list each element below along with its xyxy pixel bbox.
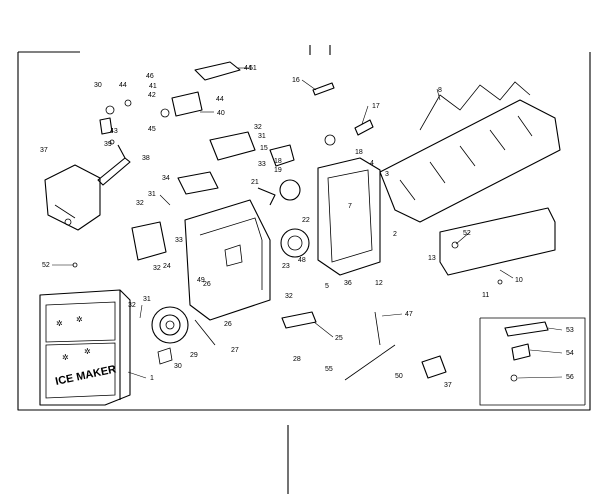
part-label-18b: 18 [274,158,282,165]
part-label-26b: 26 [203,281,211,288]
part-label-32d: 32 [128,302,136,309]
part-label-32e: 32 [285,293,293,300]
part-label-1: 1 [150,375,154,382]
gear-part [151,306,189,344]
part-label-34: 34 [162,175,170,182]
part-label-25: 25 [335,335,343,342]
part-label-13: 13 [428,255,436,262]
bracket-part [44,164,101,231]
part-label-21: 21 [251,179,259,186]
part-label-7: 7 [348,203,352,210]
front-cover-part: ICE MAKER ✲ ✲ ✲ ✲ [39,289,131,406]
motor-bracket-part [131,221,167,261]
part-label-48: 48 [298,257,306,264]
part-label-33b: 33 [175,237,183,244]
diagram-frame [17,45,591,494]
part-label-44: 44 [119,82,127,89]
part-label-31: 31 [258,133,266,140]
part-label-44b: 44 [244,65,252,72]
part-label-19: 19 [274,167,282,174]
part-label-32c: 32 [153,265,161,272]
part-label-46: 46 [146,73,154,80]
part-label-8: 8 [438,87,442,94]
housing-part [184,199,271,321]
part-label-37b: 37 [444,382,452,389]
part-label-41: 41 [149,83,157,90]
part-label-26: 26 [224,321,232,328]
part-label-53: 53 [566,327,574,334]
part-label-51: 51 [249,65,257,72]
cam-part [279,179,310,258]
part-label-17: 17 [372,103,380,110]
part-label-40: 40 [217,110,225,117]
part-label-43: 43 [110,128,118,135]
mold-frame-part [317,157,381,276]
part-label-16: 16 [292,77,300,84]
part-label-50: 50 [395,373,403,380]
part-label-23: 23 [282,263,290,270]
part-label-31c: 31 [143,296,151,303]
part-label-29: 29 [190,352,198,359]
part-label-52: 52 [42,262,50,269]
part-label-4: 4 [370,160,374,167]
part-label-10: 10 [515,277,523,284]
part-label-47: 47 [405,311,413,318]
part-label-32: 32 [254,124,262,131]
part-label-55: 55 [325,366,333,373]
part-label-27: 27 [231,347,239,354]
ice-mold-part [379,81,561,223]
part-label-18: 18 [355,149,363,156]
part-label-12: 12 [375,280,383,287]
fill-tube-part [97,144,131,186]
svg-text:✲: ✲ [76,315,83,324]
part-labels: 1 2 3 4 5 7 8 10 11 12 13 15 16 17 18 18… [40,65,574,389]
part-label-11: 11 [482,292,489,299]
part-label-33: 33 [258,161,266,168]
part-label-31b: 31 [148,191,156,198]
part-label-38: 38 [142,155,150,162]
svg-text:✲: ✲ [62,353,69,362]
leader-lines [52,67,563,379]
part-label-24: 24 [163,263,171,270]
svg-text:✲: ✲ [56,319,63,328]
inset-box [479,317,586,406]
part-label-37: 37 [40,147,48,154]
part-label-39: 39 [104,141,112,148]
switch-assembly-part [99,61,295,167]
part-label-3: 3 [385,171,389,178]
part-label-44c: 44 [216,96,224,103]
part-label-56: 56 [566,374,574,381]
part-label-28: 28 [293,356,301,363]
part-label-2: 2 [393,231,397,238]
part-label-5: 5 [325,283,329,290]
part-label-32b: 32 [136,200,144,207]
part-label-49: 49 [197,277,205,284]
part-label-30: 30 [174,363,182,370]
shield-part [439,207,556,276]
part-label-42: 42 [148,92,156,99]
part-label-15: 15 [260,145,268,152]
svg-text:✲: ✲ [84,347,91,356]
part-label-36: 36 [344,280,352,287]
part-label-54: 54 [566,350,574,357]
part-label-22: 22 [302,217,310,224]
misc-parts [72,82,549,382]
part-label-52b: 52 [463,230,471,237]
small-switch-part [177,171,219,195]
part-label-30b: 30 [94,82,102,89]
box-label: ICE MAKER [54,363,117,388]
part-label-45: 45 [148,126,156,133]
